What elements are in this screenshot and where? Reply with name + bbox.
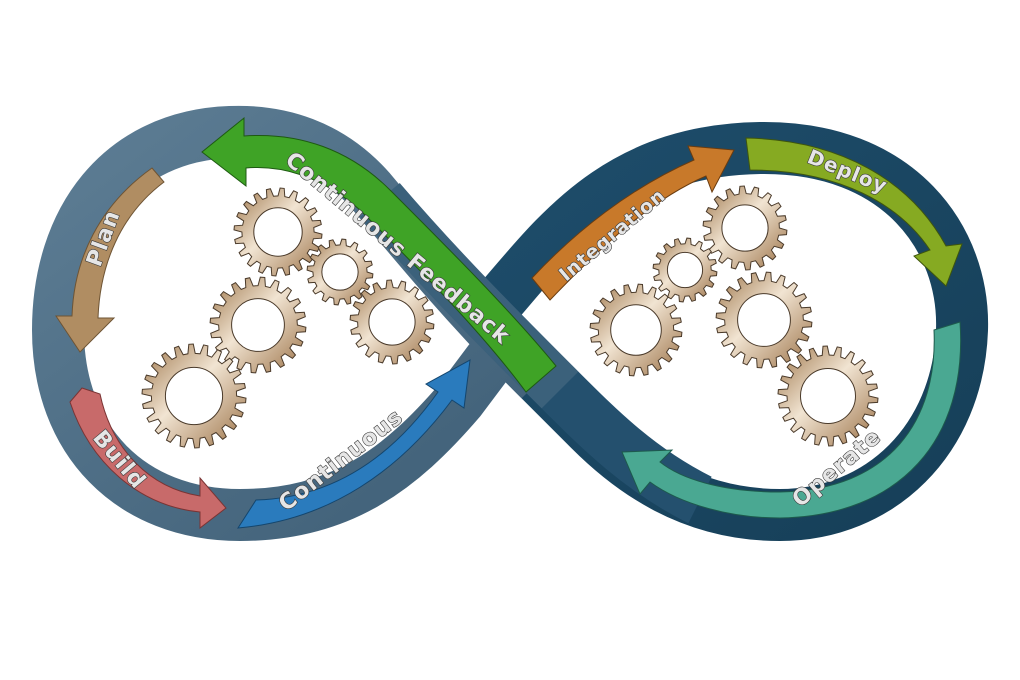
gear-icon	[702, 185, 788, 271]
stage-labels: Plan Build Continuous Continuous Feedbac…	[82, 144, 892, 518]
gear-icon	[652, 237, 718, 303]
gear-icon	[777, 345, 879, 447]
deploy-arrow	[745, 137, 963, 287]
gear-icon	[589, 283, 683, 377]
gear-icon	[209, 276, 307, 374]
continuous-feedback-arrow	[201, 116, 557, 393]
gear-cluster	[141, 185, 879, 449]
operate-arrow	[621, 321, 962, 519]
gear-icon	[306, 238, 374, 306]
gear-icon	[141, 343, 247, 449]
continuous-arrow	[237, 359, 471, 529]
plan-arrow	[55, 167, 165, 353]
gear-icon	[233, 187, 323, 277]
integration-arrow	[531, 145, 735, 301]
gear-icon	[349, 279, 435, 365]
stage-arrows	[55, 116, 963, 530]
gear-icon	[715, 271, 813, 369]
build-arrow	[69, 387, 227, 530]
